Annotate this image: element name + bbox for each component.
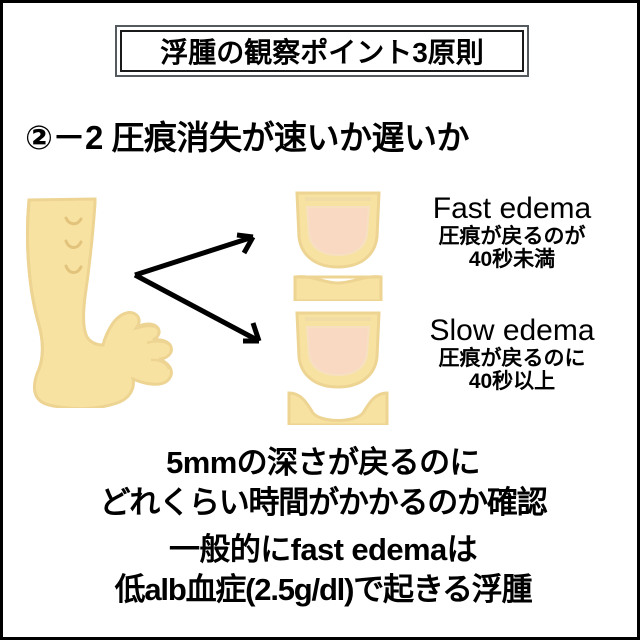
- diverging-arrows: [133, 232, 262, 344]
- arrow-down-shaft: [133, 272, 261, 344]
- fast-edema-desc-line2: 40秒未満: [468, 248, 556, 272]
- toe-lines: [134, 324, 172, 370]
- leg-with-pit-marks-illustration: [25, 197, 173, 408]
- slow-edema-title: Slow edema: [429, 314, 595, 347]
- slow-pit-depression: [305, 326, 371, 377]
- slow-lower-skin-band-deep-dent: [287, 391, 389, 425]
- bottom-text-line-1: 5mmの深さが戻るのに: [166, 445, 480, 480]
- arrow-up-shaft: [134, 234, 254, 278]
- illustration-area: [3, 173, 640, 438]
- bottom-text-block: 5mmの深さが戻るのに どれくらい時間がかかるのか確認 一般的にfast ede…: [3, 443, 640, 610]
- slow-edema-desc-line1: 圧痕が戻るのに: [438, 346, 586, 370]
- bottom-text-spacer: [3, 522, 640, 530]
- bottom-text-line-4: 低alb血症(2.5g/dl)で起きる浮腫: [114, 572, 533, 608]
- bottom-text-line-2: どれくらい時間がかかるのか確認: [99, 484, 548, 520]
- slow-edema-desc-line2: 40秒以上: [468, 370, 556, 394]
- pit-marks: [64, 216, 83, 274]
- fast-edema-title: Fast edema: [432, 192, 592, 225]
- arrow-up-head: [236, 232, 256, 255]
- fast-edema-desc-line1: 圧痕が戻るのが: [438, 224, 586, 248]
- fast-edema-label-group: Fast edema 圧痕が戻るのが 40秒未満: [381, 193, 640, 272]
- arrow-down-head: [243, 322, 262, 344]
- title-box-inner-border: 浮腫の観察ポイント3原則: [120, 30, 524, 72]
- page-title: 浮腫の観察ポイント3原則: [160, 37, 484, 68]
- title-box: 浮腫の観察ポイント3原則: [115, 25, 529, 77]
- bottom-text-line-3: 一般的にfast edemaは: [169, 532, 478, 568]
- fast-lower-skin-band: [293, 275, 383, 301]
- fast-pit-depression: [305, 206, 371, 257]
- section-subtitle: ②－2 圧痕消失が速いか遅いか: [25, 119, 469, 156]
- slow-edema-label-group: Slow edema 圧痕が戻るのに 40秒以上: [381, 315, 640, 394]
- shallow-pit-skin-cross-section: [293, 191, 383, 301]
- deep-pit-skin-cross-section: [287, 311, 389, 425]
